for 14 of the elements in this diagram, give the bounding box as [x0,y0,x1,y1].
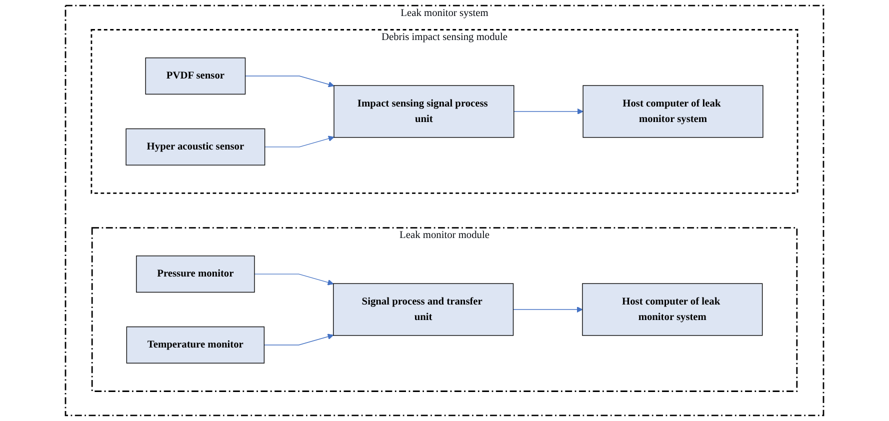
node-box: Signal process and transfer unit [333,283,514,336]
node-box: Pressure monitor [136,256,255,293]
node-box: Temperature monitor [126,326,265,364]
node-box: PVDF sensor [145,58,246,95]
arrow [264,136,334,148]
arrow [514,108,584,115]
arrow [244,76,334,88]
arrow [264,334,334,346]
node-box: Hyper acoustic sensor [126,128,266,166]
node-box: Host computer of leak monitor system [582,85,764,138]
arrow [512,306,583,313]
node-box: Host computer of leak monitor system [582,283,763,336]
arrow [254,274,334,286]
node-box: Impact sensing signal process unit [334,85,514,138]
